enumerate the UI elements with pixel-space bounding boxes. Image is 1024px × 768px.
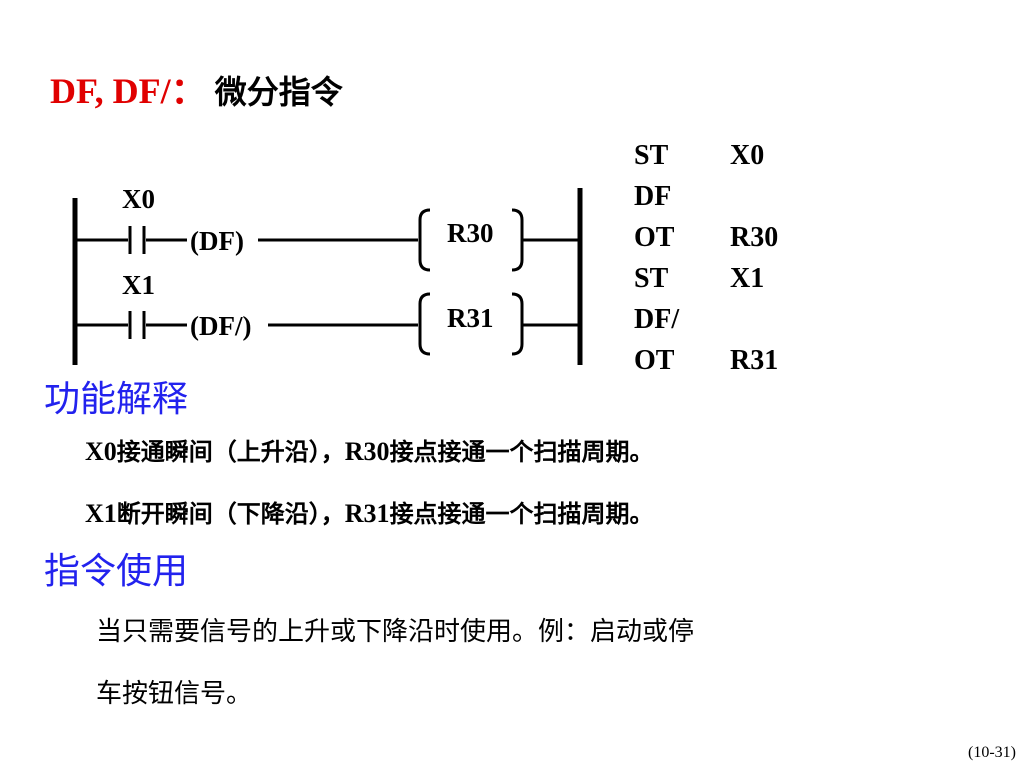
function-line-1-b: 接通瞬间（上升沿）， xyxy=(116,438,345,466)
function-line-2-d: 接点接通一个扫描周期。 xyxy=(389,500,654,528)
il-row: DF/ xyxy=(634,299,778,340)
il-arg: R30 xyxy=(730,222,779,253)
usage-line-1: 当只需要信号的上升或下降沿时使用。例：启动或停 xyxy=(96,617,695,647)
slide-title: DF, DF/：微分指令 xyxy=(50,70,343,113)
rung2-function-label: (DF/) xyxy=(190,311,251,341)
rung1-coil-left-bracket xyxy=(418,208,431,272)
usage-heading: 指令使用 xyxy=(44,551,189,592)
il-row: ST X1 xyxy=(634,258,778,299)
il-op: DF/ xyxy=(634,304,680,335)
rung2-coil-label: R31 xyxy=(447,303,494,333)
function-line-2: X1断开瞬间（下降沿），R31接点接通一个扫描周期。 xyxy=(85,498,654,530)
rung2-contact-label: X1 xyxy=(122,270,155,300)
il-arg: R31 xyxy=(730,345,779,376)
il-op: ST xyxy=(634,263,669,294)
rung1-coil-right-bracket xyxy=(511,208,524,272)
rung1-function-label: (DF) xyxy=(190,226,244,256)
rung1-contact-label: X0 xyxy=(122,184,155,214)
page-number: (10-31) xyxy=(968,744,1016,761)
rung2-coil-right-bracket xyxy=(511,292,524,356)
il-op: OT xyxy=(634,345,675,376)
rung1-coil-label: R30 xyxy=(447,218,494,248)
title-instruction: DF, DF/： xyxy=(50,71,207,111)
function-line-1-d: 接点接通一个扫描周期。 xyxy=(389,438,654,466)
instruction-list: ST X0 DF OT R30 ST X1 DF/ OT R31 xyxy=(634,135,778,381)
function-line-2-b: 断开瞬间（下降沿）， xyxy=(116,500,345,528)
il-op: DF xyxy=(634,181,672,212)
function-line-2-a: X1 xyxy=(85,499,117,528)
function-heading: 功能解释 xyxy=(44,379,189,420)
function-line-1-a: X0 xyxy=(85,437,117,466)
ladder-svg: X0 (DF) R30 X1 (DF/) R31 xyxy=(72,184,583,365)
il-op: ST xyxy=(634,140,669,171)
il-arg: X0 xyxy=(730,140,765,171)
il-arg: X1 xyxy=(730,263,765,294)
il-row: ST X0 xyxy=(634,135,778,176)
il-op: OT xyxy=(634,222,675,253)
function-line-1: X0接通瞬间（上升沿），R30接点接通一个扫描周期。 xyxy=(85,436,654,468)
title-name: 微分指令 xyxy=(214,73,343,111)
usage-line-2: 车按钮信号。 xyxy=(96,679,253,709)
function-line-1-c: R30 xyxy=(344,437,390,466)
il-row: OT R31 xyxy=(634,340,778,381)
rung2-coil-left-bracket xyxy=(418,292,431,356)
il-row: OT R30 xyxy=(634,217,778,258)
il-row: DF xyxy=(634,176,778,217)
ladder-diagram: X0 (DF) R30 X1 (DF/) R31 xyxy=(60,170,600,380)
function-line-2-c: R31 xyxy=(344,499,390,528)
